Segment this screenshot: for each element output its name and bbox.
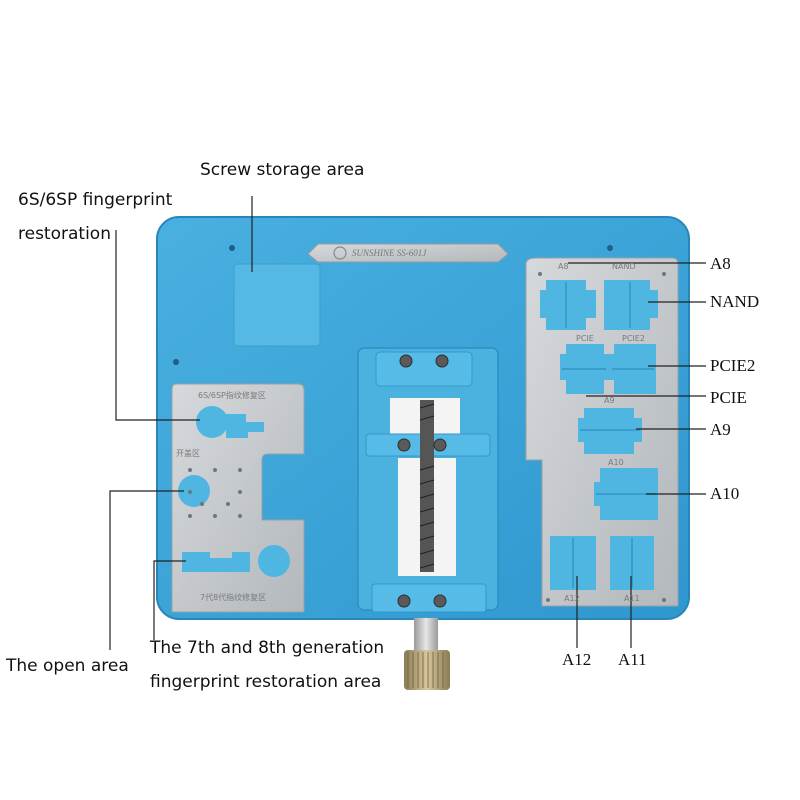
callout-pcie2: PCIE2 [710,356,756,375]
plate-label-a12: A12 [564,594,580,603]
vise-screws [397,354,449,608]
callout-lines [109,196,706,650]
knob-knurling [407,652,444,688]
right-plate-pins [538,272,666,602]
plate-label-pcie2: PCIE2 [622,334,645,343]
lead-screw-threads [419,403,435,569]
callout-a12: A12 [562,650,592,669]
fp-6s-flex-slot [226,414,264,438]
a8-pocket [540,280,596,330]
mount-hole [607,245,613,251]
left-plate-open-label: 开盖区 [176,449,200,458]
chip-slot-ridges [562,282,656,588]
callout-a8: A8 [710,254,731,273]
callout-a10: A10 [710,484,740,503]
adjust-rod [414,618,438,654]
callout-a9: A9 [710,420,731,439]
screw-storage-pad [233,263,321,347]
vise-top-jaw [375,351,473,387]
left-plate-title-bottom: 7代8代指纹修复区 [200,593,267,602]
callout-a11: A11 [618,650,647,669]
vise-bottom-jaw [371,583,487,613]
adjust-knob [404,650,450,690]
plate-label-a9: A9 [604,396,615,405]
open-area-pocket [178,475,210,507]
plate-label-nand: NAND [612,262,636,271]
callout-gen78-line1: The 7th and 8th generation [150,638,385,658]
plate-pin-holes [188,468,242,518]
plate-label-a8: A8 [558,262,569,271]
callout-nand: NAND [710,292,760,311]
callout-pcie: PCIE [710,388,747,407]
callout-open-area: The open area [6,656,129,676]
plate-label-a11: A11 [624,594,640,603]
fp-6s-pocket [196,406,228,438]
brand-plate [307,243,509,263]
callout-6s-fp-line2: restoration [18,224,111,244]
callout-gen78-line2: fingerprint restoration area [150,672,382,692]
mount-hole [173,359,179,365]
fp-78-slot [182,552,250,572]
lead-screw [420,400,434,572]
callout-6s-fp-line1: 6S/6SP fingerprint [18,190,173,210]
left-plate-title-top: 6S/6SP指纹修复区 [198,391,266,400]
callout-screw-storage: Screw storage area [200,160,365,180]
mount-hole [229,245,235,251]
brand-plate-text: SUNSHINE SS-601J [352,248,427,258]
plate-label-pcie: PCIE [576,334,594,343]
brand-logo [333,246,347,260]
plate-label-a10: A10 [608,458,624,467]
fp-78-pocket [258,545,290,577]
